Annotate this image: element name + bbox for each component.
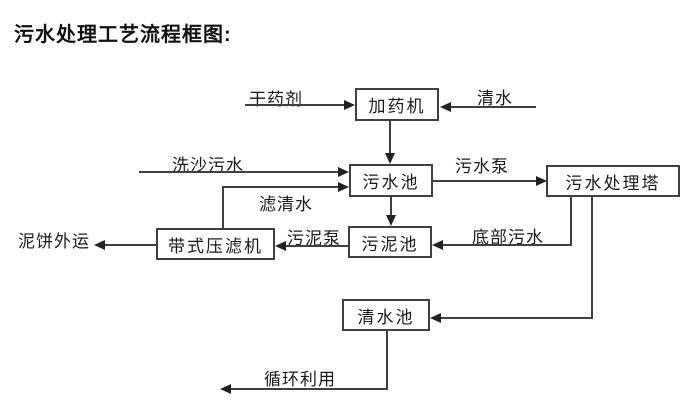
edge-dosing-to-sewage-line (389, 121, 391, 153)
edge-recycling-arrowhead (220, 384, 231, 394)
edge-tower-to-clean-hline (441, 317, 593, 319)
edge-label-sludge-pump: 污泥泵 (287, 229, 341, 248)
edge-mud-cake-line (105, 244, 156, 246)
page-title: 污水处理工艺流程框图: (14, 24, 232, 46)
edge-sewage-pump-line (433, 180, 536, 182)
edge-label-recycling-use: 循环利用 (264, 370, 336, 389)
edge-recycling-hline (231, 388, 388, 390)
edge-tower-to-clean-arrowhead (430, 313, 441, 323)
node-belt-filter-press: 带式压滤机 (156, 228, 275, 260)
node-dosing-machine: 加药机 (355, 88, 439, 121)
edge-clean-water-line (451, 106, 536, 108)
edge-tower-to-clean-vline (591, 197, 593, 319)
edge-sewage-to-sludge-line (390, 197, 392, 216)
node-clean-water-pool: 清水池 (342, 299, 430, 331)
edge-label-dry-agent: 干药剂 (249, 90, 303, 109)
edge-label-filtered-water: 滤清水 (259, 195, 313, 214)
edge-sand-washing-arrowhead (338, 167, 349, 177)
edge-mud-cake-arrowhead (94, 240, 105, 250)
edge-dosing-to-sewage-arrowhead (385, 153, 395, 164)
edge-label-clean-water: 清水 (477, 89, 513, 108)
edge-recycling-vline (386, 331, 388, 390)
edge-label-mud-cake-outbound: 泥饼外运 (18, 232, 90, 251)
edge-bottom-sewage-arrowhead (432, 240, 443, 250)
edge-bottom-sewage-vline (570, 197, 572, 246)
node-treatment-tower: 污水处理塔 (546, 165, 680, 197)
edge-sewage-pump-arrowhead (536, 176, 547, 186)
edge-sewage-to-sludge-arrowhead (386, 215, 396, 226)
edge-label-bottom-sewage: 底部污水 (472, 228, 544, 247)
edge-clean-water-arrowhead (440, 102, 451, 112)
edge-label-sand-washing-sewage: 洗沙污水 (172, 156, 244, 175)
edge-filtered-water-vline (222, 186, 224, 228)
node-sludge-pool: 污泥池 (348, 226, 432, 258)
edge-dry-agent-line (245, 104, 344, 106)
edge-bottom-sewage-hline (443, 244, 572, 246)
edge-filtered-water-arrowhead (338, 182, 349, 192)
edge-dry-agent-arrowhead (344, 100, 355, 110)
edge-sludge-pump-arrowhead (275, 241, 286, 251)
edge-filtered-water-hline (222, 186, 338, 188)
edge-label-sewage-pump: 污水泵 (455, 157, 509, 176)
node-sewage-pool: 污水池 (349, 164, 433, 197)
edge-sludge-pump-line (286, 245, 348, 247)
edge-sand-washing-line (139, 171, 338, 173)
